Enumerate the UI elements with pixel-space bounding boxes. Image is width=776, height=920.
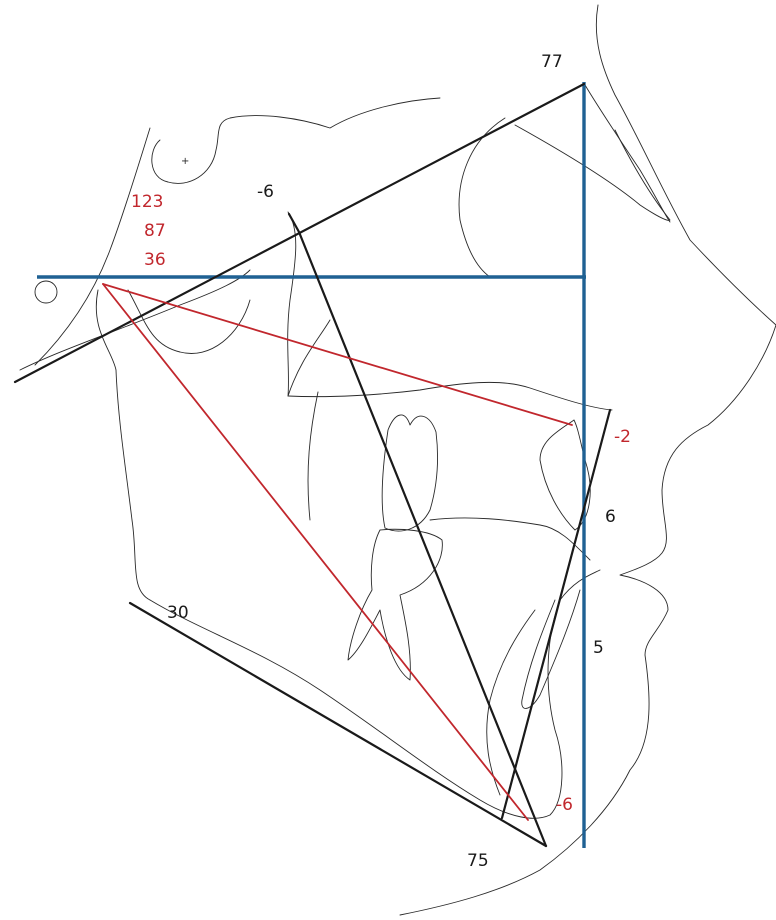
chin-red-label: -6 (556, 795, 573, 815)
mandibular-plane-label: 30 (167, 603, 189, 623)
stack-label-1: 123 (131, 192, 163, 212)
sella-turcica (151, 97, 441, 184)
soft-tissue-profile (399, 4, 776, 916)
cranial-contour (34, 127, 151, 366)
pterygomaxillary-fissure (287, 211, 331, 397)
black-measurement-lines (13, 82, 612, 848)
lower-molar (347, 528, 443, 681)
condyle-outline (95, 289, 151, 601)
incisor-upper-label: -2 (614, 427, 631, 447)
palate-lower (307, 391, 319, 521)
facial-line (500, 408, 612, 820)
stack-label-3: 36 (144, 250, 166, 270)
orbit-contour (458, 117, 506, 278)
occlusal-outline (429, 517, 591, 561)
condylion-to-a-point-line (102, 283, 573, 426)
angle-left-label: -6 (257, 182, 274, 202)
mandible-body (149, 569, 601, 819)
lower-lip-label: 5 (593, 638, 604, 658)
mandibular-plane-line (128, 601, 548, 848)
angle-top-label: 77 (541, 52, 563, 72)
upper-lip-label: 6 (605, 507, 616, 527)
symphysis-inner (486, 609, 536, 796)
sella-point-mark: + (181, 156, 189, 167)
ramus-outline (127, 289, 251, 354)
reference-lines (37, 82, 586, 848)
upper-incisor (539, 419, 591, 531)
red-measurement-lines (102, 283, 573, 821)
measurement-labels: 77 -6 123 87 36 -2 6 5 30 -6 75 (131, 52, 631, 871)
lower-incisor (521, 589, 581, 709)
upper-molar (381, 414, 439, 532)
porion-circle (34, 280, 58, 304)
nasal-bone (514, 124, 671, 221)
facial-axis-line (287, 212, 548, 848)
anatomical-outlines: + (19, 4, 776, 916)
maxilla-outline (287, 381, 613, 411)
forehead-line (19, 269, 251, 371)
chin-black-label: 75 (467, 851, 489, 871)
stack-label-2: 87 (144, 221, 166, 241)
condylion-to-gnathion-line (102, 283, 529, 821)
